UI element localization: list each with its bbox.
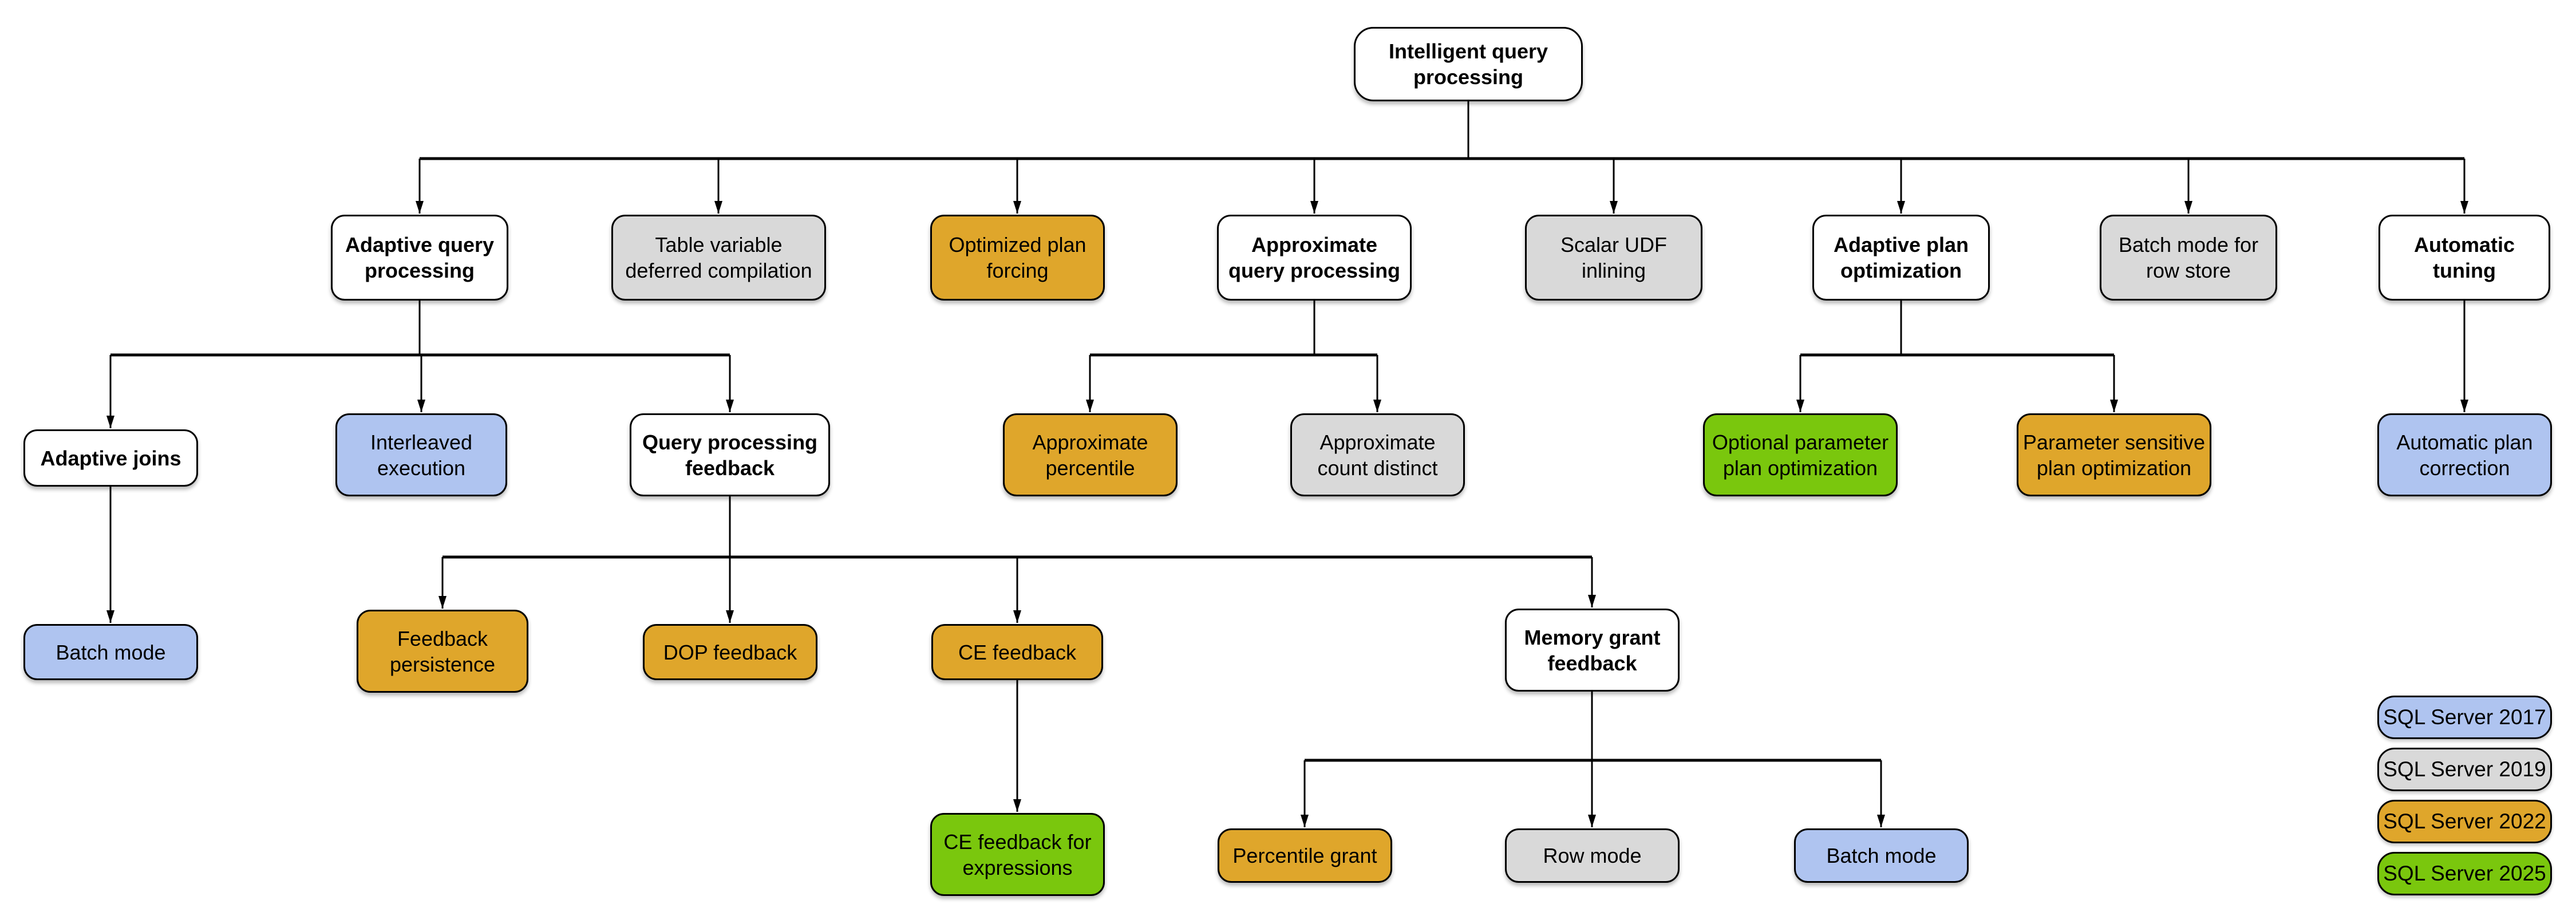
legend-item-v2017: SQL Server 2017 [2377, 696, 2552, 739]
node-optional-parameter-plan-optimization: Optional parameter plan optimization [1703, 413, 1898, 496]
node-query-processing-feedback: Query processing feedback [630, 413, 830, 496]
node-dop-feedback: DOP feedback [643, 624, 817, 680]
node-feedback-persistence: Feedback persistence [357, 610, 528, 693]
legend-item-v2019: SQL Server 2019 [2377, 748, 2552, 791]
node-intelligent-query-processing: Intelligent query processing [1354, 27, 1583, 101]
node-ce-feedback-for-expressions: CE feedback for expressions [930, 813, 1105, 896]
node-optimized-plan-forcing: Optimized plan forcing [930, 215, 1105, 301]
node-memory-grant-feedback: Memory grant feedback [1505, 609, 1680, 692]
node-batch-mode-memory-grant: Batch mode [1794, 828, 1969, 883]
node-adaptive-joins: Adaptive joins [23, 429, 198, 487]
node-automatic-plan-correction: Automatic plan correction [2377, 413, 2552, 496]
node-row-mode: Row mode [1505, 828, 1680, 883]
node-percentile-grant: Percentile grant [1218, 828, 1392, 883]
node-adaptive-plan-optimization: Adaptive plan optimization [1812, 215, 1990, 301]
node-approximate-percentile: Approximate percentile [1003, 413, 1178, 496]
node-batch-mode-adaptive-joins: Batch mode [23, 624, 198, 680]
node-table-variable-deferred-compilation: Table variable deferred compilation [611, 215, 826, 301]
node-approximate-count-distinct: Approximate count distinct [1290, 413, 1465, 496]
legend-item-v2025: SQL Server 2025 [2377, 852, 2552, 895]
node-ce-feedback: CE feedback [931, 624, 1103, 680]
node-adaptive-query-processing: Adaptive query processing [331, 215, 508, 301]
node-automatic-tuning: Automatic tuning [2379, 215, 2550, 301]
node-interleaved-execution: Interleaved execution [335, 413, 507, 496]
node-approximate-query-processing: Approximate query processing [1217, 215, 1412, 301]
legend-item-v2022: SQL Server 2022 [2377, 800, 2552, 843]
node-scalar-udf-inlining: Scalar UDF inlining [1525, 215, 1702, 301]
node-parameter-sensitive-plan-optimization: Parameter sensitive plan optimization [2017, 413, 2211, 496]
node-batch-mode-for-row-store: Batch mode for row store [2100, 215, 2277, 301]
